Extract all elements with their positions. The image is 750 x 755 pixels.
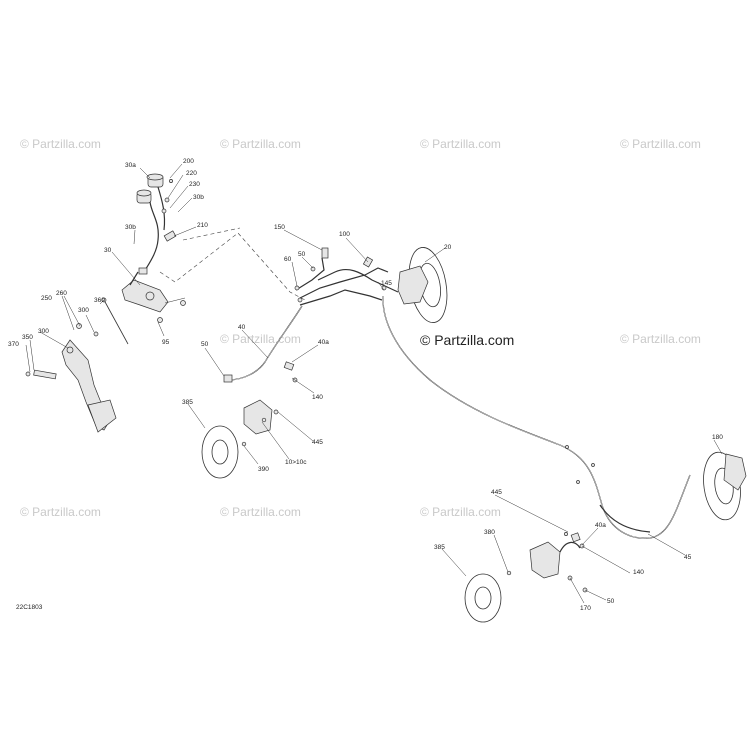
rear-right-brake — [703, 451, 747, 521]
watermark-layer: © Partzilla.com © Partzilla.com © Partzi… — [20, 137, 701, 519]
watermark-text: © Partzilla.com — [220, 137, 301, 151]
callout-170: 170 — [580, 605, 591, 612]
callout-390: 390 — [258, 466, 269, 473]
callout-30b: 30b — [193, 194, 204, 201]
brake-pedal — [25, 297, 129, 433]
leader-lines — [25, 163, 723, 604]
callout-50: 50 — [201, 341, 209, 348]
callout-300: 300 — [78, 307, 89, 314]
callout-40a: 40a — [595, 522, 606, 529]
callout-380: 380 — [484, 529, 495, 536]
callout-100: 100 — [339, 231, 350, 238]
callout-180: 180 — [712, 434, 723, 441]
callout-385: 385 — [434, 544, 445, 551]
callout-445: 445 — [312, 439, 323, 446]
callout-350: 350 — [22, 334, 33, 341]
reservoir-assembly — [136, 173, 177, 275]
callout-40: 40 — [238, 324, 246, 331]
callout-360: 360 — [94, 297, 105, 304]
callout-370: 370 — [8, 341, 19, 348]
callout-210: 210 — [197, 222, 208, 229]
callout-40a: 40a — [318, 339, 329, 346]
callout-labels: 200 30a 220 230 30b 210 30b 30 95 250 26… — [8, 158, 723, 612]
callout-150: 150 — [274, 224, 285, 231]
callout-30b: 30b — [125, 224, 136, 231]
callout-385: 385 — [182, 399, 193, 406]
callout-30: 30 — [104, 247, 112, 254]
diagram-code: 22C1803 — [16, 604, 43, 611]
reference-line — [182, 227, 241, 241]
callout-250: 250 — [41, 295, 52, 302]
callout-45: 45 — [684, 554, 692, 561]
callout-220: 220 — [186, 170, 197, 177]
reference-line — [159, 232, 306, 301]
callout-60: 60 — [284, 256, 292, 263]
watermark-text: © Partzilla.com — [20, 505, 101, 519]
callout-10-10c: 10>10c — [285, 459, 307, 466]
callout-50: 50 — [607, 598, 615, 605]
callout-20: 20 — [444, 244, 452, 251]
callout-300: 300 — [38, 328, 49, 335]
watermark-text: © Partzilla.com — [420, 137, 501, 151]
brand-watermark: © Partzilla.com — [420, 332, 514, 348]
callout-50: 50 — [298, 251, 306, 258]
rear-left-brake — [464, 532, 588, 623]
callout-95: 95 — [162, 339, 170, 346]
callout-140: 140 — [633, 569, 644, 576]
master-cylinder — [121, 271, 186, 323]
front-left-brake — [201, 399, 279, 479]
watermark-text: © Partzilla.com — [220, 505, 301, 519]
callout-30a: 30a — [125, 162, 136, 169]
callout-230: 230 — [189, 181, 200, 188]
watermark-text: © Partzilla.com — [420, 505, 501, 519]
watermark-text: © Partzilla.com — [220, 332, 301, 346]
callout-260: 260 — [56, 290, 67, 297]
front-right-brake — [397, 247, 448, 323]
callout-140: 140 — [312, 394, 323, 401]
callout-145: 145 — [381, 280, 392, 287]
watermark-text: © Partzilla.com — [620, 137, 701, 151]
watermark-text: © Partzilla.com — [620, 332, 701, 346]
callout-200: 200 — [183, 158, 194, 165]
watermark-text: © Partzilla.com — [20, 137, 101, 151]
callout-445: 445 — [491, 489, 502, 496]
